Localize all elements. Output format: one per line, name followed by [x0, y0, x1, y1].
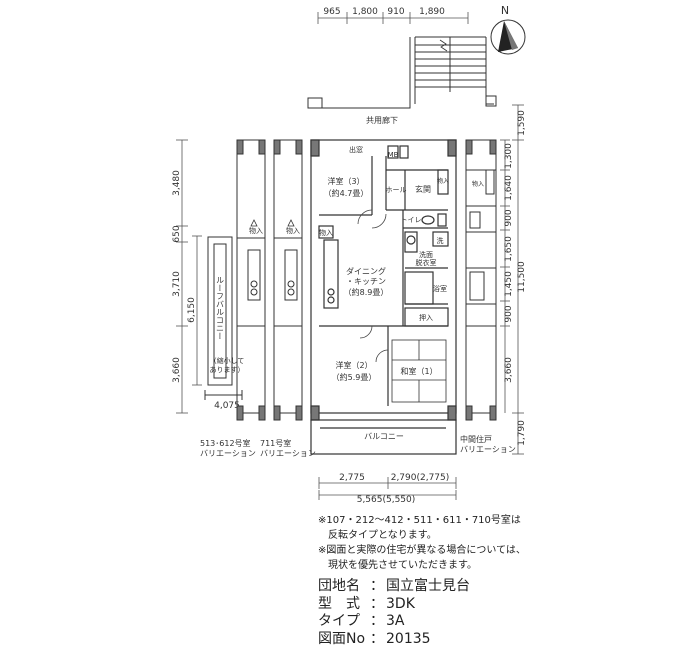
bottom-dim-right: 2,790(2,775) — [391, 473, 450, 483]
staircase — [307, 36, 497, 109]
hall-label: ホール — [386, 186, 407, 194]
variation-1-line1: 513･612号室 — [200, 438, 251, 448]
variation-2-line2: バリエーション — [260, 449, 316, 458]
compass-icon — [490, 19, 526, 55]
right-outer-dim-3: 1,790 — [517, 420, 527, 446]
spec-value: 3A — [386, 613, 405, 629]
spec-colon: ： — [370, 630, 384, 647]
shrink-note-2: あります） — [210, 366, 245, 374]
right-outer-dim-2: 11,500 — [517, 261, 527, 293]
left-outer-dim-2: 650 — [172, 225, 182, 242]
spec-key: 団地名 — [318, 578, 360, 594]
right-inner-dim-5: 1,450 — [504, 271, 514, 297]
bottom-dimension-lines — [318, 477, 457, 500]
variation-strip-1 — [236, 139, 266, 421]
spec-key: 型 式 — [318, 595, 360, 612]
right-inner-dim-4: 1,650 — [504, 236, 514, 262]
top-dim-1: 965 — [323, 7, 340, 17]
variation-1-line2: バリエーション — [200, 449, 256, 458]
spec-colon: ： — [370, 613, 384, 629]
bottom-dim-total: 5,565(5,550) — [357, 495, 416, 505]
bath-label: 浴室 — [433, 284, 447, 293]
mb-label: MB — [388, 151, 399, 159]
shrink-note-1: （縮小して — [210, 356, 245, 365]
left-inner-dim-1: 6,150 — [187, 297, 197, 323]
spec-value: 3DK — [386, 595, 415, 612]
western2-size: （約5.9畳） — [332, 372, 377, 382]
right-inner-dim-3: 900 — [504, 209, 514, 226]
notes-block: ※107・212～412・511・611・710号室は 反転タイプとなります。 … — [318, 513, 526, 573]
bottom-dim-left: 2,775 — [339, 473, 365, 483]
tatami-room — [391, 339, 447, 403]
note-line: 反転タイプとなります。 — [318, 530, 437, 541]
spec-row-drawing-no: 図面No：20135 — [318, 631, 470, 649]
variation-3-line2: バリエーション — [460, 445, 516, 454]
right-inner-dim-7: 3,660 — [504, 357, 514, 383]
variation-3-line1: 中間住戸 — [460, 434, 492, 444]
var2-storage: 物入 — [286, 226, 300, 235]
wash-label: 洗 — [437, 236, 444, 245]
spec-value: 国立富士見台 — [386, 578, 470, 594]
left-outer-dim-1: 3,480 — [172, 170, 182, 196]
note-line: ※図面と実際の住宅が異なる場合については、 — [318, 545, 526, 556]
closet-label: 押入 — [419, 313, 433, 322]
entrance-label: 玄関 — [415, 184, 431, 194]
main-unit-walls — [310, 139, 457, 455]
door-swings — [357, 209, 389, 363]
left-outer-dim-4: 3,660 — [172, 357, 182, 383]
left-dimension-lines — [176, 139, 202, 414]
roof-balcony-label: ルーフバルコニー — [216, 276, 225, 340]
right-outer-dim-1: 1,590 — [517, 110, 527, 136]
spec-colon: ： — [370, 578, 384, 594]
dining-label-1: ダイニング — [346, 266, 386, 276]
right-inner-dim-1: 1,300 — [504, 143, 514, 169]
compass-label: N — [501, 4, 509, 17]
spec-key: タイプ — [318, 613, 360, 629]
balcony-label: バルコニー — [364, 432, 404, 441]
toilet-label: トイレ — [401, 216, 422, 224]
spec-block: 団地名：国立富士見台 型 式：3DK タイプ：3A 図面No：20135 — [318, 578, 470, 648]
top-dim-3: 910 — [387, 7, 404, 17]
variation-2-line1: 711号室 — [260, 438, 291, 448]
western3-label: 洋室（3） — [327, 176, 364, 186]
washroom-label-2: 脱衣室 — [416, 258, 437, 267]
spec-row-type: 型 式 ：3DK — [318, 596, 470, 614]
out-window-label: 出窓 — [349, 145, 363, 154]
roof-balcony — [204, 236, 243, 400]
left-outer-dim-3: 3,710 — [172, 271, 182, 297]
note-line: 現状を優先させていただきます。 — [318, 560, 477, 571]
note-line: ※107・212～412・511・611・710号室は — [318, 515, 521, 526]
corridor-label: 共用廊下 — [366, 115, 398, 125]
washroom-label-1: 洗面 — [419, 250, 433, 259]
variation-strip-2 — [273, 139, 303, 421]
spec-value: 20135 — [386, 630, 431, 647]
spec-row-subtype: タイプ ：3A — [318, 613, 470, 631]
right-inner-dim-2: 1,640 — [504, 175, 514, 201]
dining-storage-label: 物入 — [319, 228, 333, 237]
spec-row-estate: 団地名 ：国立富士見台 — [318, 578, 470, 596]
variation-strip-3 — [465, 139, 497, 421]
spec-key: 図面No — [318, 630, 366, 647]
right-inner-dim-6: 900 — [504, 305, 514, 322]
western3-size: （約4.7畳） — [324, 188, 369, 198]
var3-storage: 物入 — [472, 180, 484, 188]
japanese1-label: 和室（1） — [400, 366, 437, 376]
right-dimension-lines — [500, 104, 524, 455]
western2-label: 洋室（2） — [335, 360, 372, 370]
dining-label-2: ・キッチン — [346, 277, 386, 286]
top-dim-2: 1,800 — [352, 7, 378, 17]
top-dimension-line — [317, 12, 469, 24]
var1-storage: 物入 — [249, 226, 263, 235]
spec-colon: ： — [370, 595, 384, 612]
dining-size: （約8.9畳） — [344, 287, 389, 297]
roof-width-dim: 4,075 — [214, 401, 240, 411]
top-dim-4: 1,890 — [419, 7, 445, 17]
entrance-storage-label: 物入 — [437, 177, 449, 185]
